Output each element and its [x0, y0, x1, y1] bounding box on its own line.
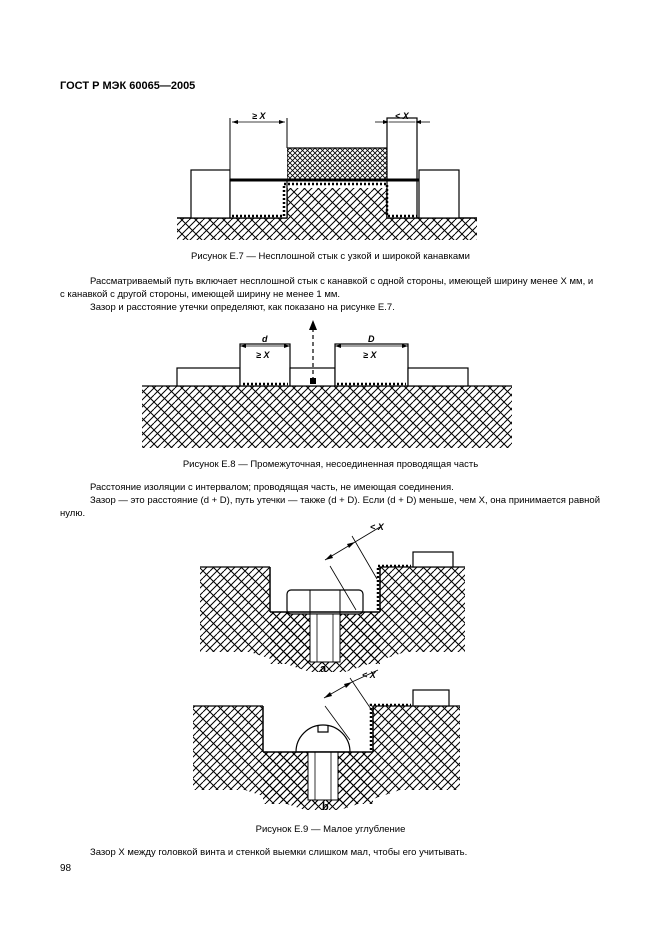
e7-dim-right-label: < X	[395, 111, 410, 121]
text-block-3-para-1: Зазор X между головкой винта и стенкой в…	[90, 847, 468, 858]
e8-dim-left-label: ≥ X	[256, 350, 270, 360]
text-block-3: Зазор X между головкой винта и стенкой в…	[60, 846, 600, 859]
text-block-1-para-1: Рассматриваемый путь включает несплошной…	[60, 276, 594, 300]
text-block-2: Расстояние изоляции с интервалом; провод…	[60, 481, 600, 520]
text-block-2-para-2: Зазор — это расстояние (d + D), путь уте…	[60, 495, 601, 519]
e9b-label: b	[322, 801, 329, 813]
figure-e9b-diagram: < X b	[193, 669, 460, 813]
e8-label-d: d	[262, 334, 268, 344]
figure-e9-caption: Рисунок Е.9 — Малое углубление	[255, 824, 406, 835]
e9a-label: a	[320, 663, 327, 675]
page-number: 98	[60, 863, 72, 874]
figure-e9a-diagram: < X a	[200, 522, 465, 675]
document-header: ГОСТ Р МЭК 60065—2005	[60, 80, 196, 92]
e7-dim-left-label: ≥ X	[252, 111, 266, 121]
e9b-dim-label: < X	[362, 670, 377, 680]
figure-e8-diagram: d D ≥ X ≥ X	[142, 320, 512, 448]
figure-e8-caption: Рисунок Е.8 — Промежуточная, несоединенн…	[182, 459, 479, 470]
e9a-dim-label: < X	[370, 522, 385, 532]
text-block-1-para-2: Зазор и расстояние утечки определяют, ка…	[90, 302, 395, 313]
figure-e7-caption: Рисунок Е.7 — Несплошной стык с узкой и …	[191, 251, 470, 262]
text-block-1: Рассматриваемый путь включает несплошной…	[60, 275, 600, 314]
e8-label-D: D	[368, 334, 375, 344]
text-block-2-para-1: Расстояние изоляции с интервалом; провод…	[90, 482, 454, 493]
figure-e7-diagram: ≥ X < X	[177, 111, 477, 240]
e8-dim-right-label: ≥ X	[363, 350, 377, 360]
